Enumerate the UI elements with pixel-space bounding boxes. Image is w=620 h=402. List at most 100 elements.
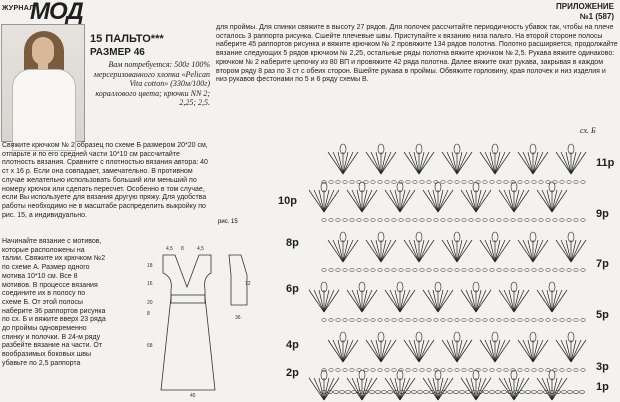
dim-label: 8 <box>181 246 184 252</box>
picot <box>529 231 537 243</box>
dc-stitch <box>308 289 325 313</box>
chain-stitch <box>517 180 523 184</box>
dc-stitch <box>475 377 492 401</box>
chain-stitch <box>496 218 502 222</box>
chain-stitch <box>335 180 341 184</box>
dc-stitch <box>570 151 582 175</box>
chain-stitch <box>328 180 334 184</box>
chain-stitch <box>335 318 341 322</box>
dc-stitch <box>460 377 477 401</box>
chain-stitch <box>356 268 362 272</box>
chain-stitch <box>440 218 446 222</box>
picot <box>339 231 347 243</box>
dc-stitch <box>332 151 344 175</box>
dc-stitch <box>503 289 515 313</box>
dc-stitch <box>570 339 582 363</box>
dc-stitch <box>527 151 534 175</box>
chain-stitch <box>580 318 586 322</box>
chain-stitch <box>381 390 387 394</box>
dc-stitch <box>494 151 501 175</box>
chain-stitch <box>384 368 390 372</box>
dc-stitch <box>361 289 378 313</box>
chain-stitch <box>440 318 446 322</box>
dc-stitch <box>498 189 515 213</box>
chain-stitch <box>426 218 432 222</box>
chain-stitch <box>433 180 439 184</box>
dc-stitch <box>370 151 382 175</box>
dc-stitch <box>318 289 325 313</box>
dc-stitch <box>522 239 534 263</box>
chain-stitch <box>531 390 537 394</box>
dc-stitch <box>327 339 344 363</box>
dc-stitch <box>361 289 373 313</box>
picot <box>434 281 442 293</box>
dc-stitch <box>551 377 568 401</box>
dc-stitch <box>513 377 520 401</box>
dc-stitch <box>527 239 534 263</box>
chain-stitch <box>411 390 417 394</box>
dc-stitch <box>437 377 454 401</box>
chain-stitch <box>426 318 432 322</box>
dc-stitch <box>323 377 330 401</box>
dc-stitch <box>346 377 363 401</box>
chain-stitch <box>398 368 404 372</box>
chain-stitch <box>356 218 362 222</box>
chain-stitch <box>384 218 390 222</box>
chain-stitch <box>538 218 544 222</box>
dc-stitch <box>475 289 487 313</box>
dc-stitch <box>475 189 482 213</box>
chain-stitch <box>405 318 411 322</box>
chain-stitch <box>377 180 383 184</box>
dc-stitch <box>437 289 444 313</box>
dc-stitch <box>532 339 544 363</box>
dc-stitch <box>418 151 425 175</box>
chain-stitch <box>567 390 573 394</box>
picot <box>529 331 537 343</box>
dc-stitch <box>413 239 420 263</box>
chain-stitch <box>426 180 432 184</box>
dc-stitch <box>475 189 492 213</box>
dc-stitch <box>361 377 378 401</box>
row-label-6: 6р <box>286 283 299 295</box>
chain-stitch <box>377 218 383 222</box>
dc-stitch <box>323 377 340 401</box>
dc-stitch <box>551 289 558 313</box>
chain-stitch <box>531 368 537 372</box>
chain-stitch <box>573 318 579 322</box>
dc-stitch <box>570 151 587 175</box>
chain-stitch <box>375 390 381 394</box>
dc-stitch <box>446 239 458 263</box>
dc-stitch <box>308 189 325 213</box>
dc-stitch <box>494 151 506 175</box>
dc-stitch <box>370 339 382 363</box>
dc-stitch <box>522 151 534 175</box>
chain-stitch <box>370 318 376 322</box>
magazine-logo: МОД <box>30 0 84 25</box>
dc-stitch <box>541 377 553 401</box>
dc-stitch <box>323 189 340 213</box>
chain-stitch <box>349 268 355 272</box>
dc-stitch <box>380 151 392 175</box>
dc-stitch <box>332 239 344 263</box>
dc-stitch <box>337 151 344 175</box>
chain-stitch <box>447 218 453 222</box>
dc-stitch <box>532 339 539 363</box>
dc-stitch <box>418 151 435 175</box>
chain-stitch <box>482 368 488 372</box>
dc-stitch <box>427 189 439 213</box>
chain-stitch <box>573 268 579 272</box>
chain-stitch <box>496 318 502 322</box>
chain-stitch <box>531 268 537 272</box>
dim-label: 16 <box>147 281 153 287</box>
picot <box>377 231 385 243</box>
chain-stitch <box>377 368 383 372</box>
dc-stitch <box>418 151 430 175</box>
dc-stitch <box>361 189 368 213</box>
dc-stitch <box>489 151 496 175</box>
schema-title: сх. Б <box>580 126 596 135</box>
chain-stitch <box>566 218 572 222</box>
picot <box>510 369 518 381</box>
dc-stitch <box>384 377 401 401</box>
dc-stitch <box>513 189 520 213</box>
chain-stitch <box>349 368 355 372</box>
